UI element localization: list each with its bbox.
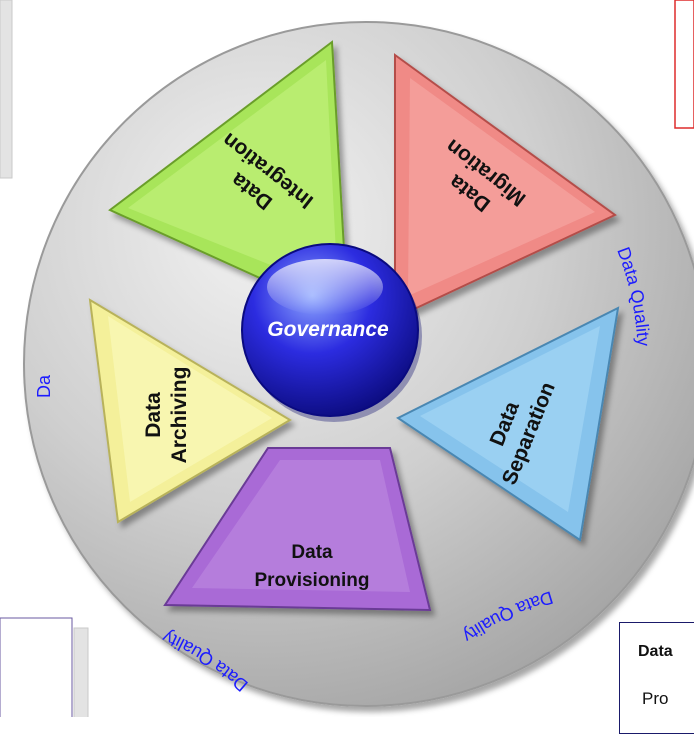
governance-hub[interactable]: Governance: [241, 243, 422, 422]
bottom-grid-fragment: [73, 627, 89, 717]
center-label: Governance: [267, 318, 389, 341]
segment-label-line1: Data: [291, 542, 333, 563]
bottom-left-box-fragment: [0, 617, 73, 717]
left-grid-fragment: [0, 0, 13, 179]
top-right-box-fragment: [674, 0, 694, 129]
side-box-body: Pro: [642, 689, 669, 708]
side-info-box: Data Pro: [619, 622, 694, 734]
segment-label-line2: Archiving: [168, 367, 191, 464]
data-governance-diagram: Data Integration Data Migration Data Sep…: [0, 0, 694, 717]
segment-data-separation[interactable]: Data Separation: [396, 306, 620, 542]
ring-label-left: Da: [34, 374, 54, 398]
segment-label-line2: Provisioning: [254, 570, 369, 591]
segment-data-provisioning[interactable]: Data Provisioning: [163, 447, 432, 612]
segment-label-line1: Data: [142, 392, 165, 438]
segment-data-archiving[interactable]: Data Archiving: [88, 298, 292, 524]
side-box-title: Data: [638, 643, 673, 660]
segment-data-integration[interactable]: Data Integration: [108, 40, 350, 320]
segment-data-migration[interactable]: Data Migration: [394, 53, 617, 320]
